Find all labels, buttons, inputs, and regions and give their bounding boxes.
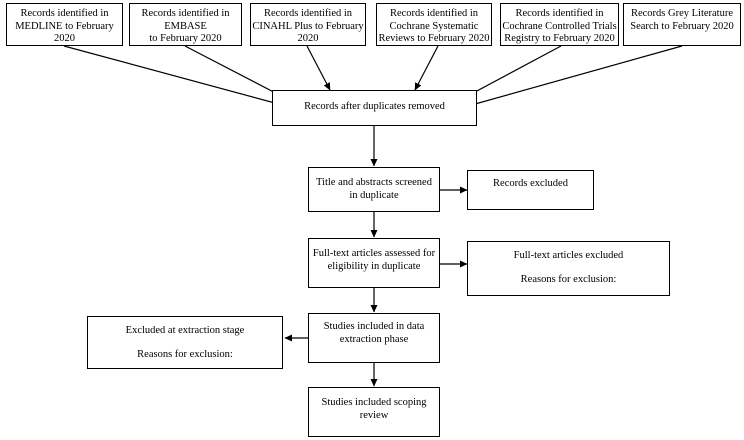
source-box-line: CINAHL Plus to February (252, 20, 364, 32)
source-box-line: to February 2020 (149, 33, 222, 44)
dedup-box: Records after duplicates removed (272, 90, 477, 126)
screened-box: Title and abstracts screened in duplicat… (308, 167, 440, 212)
records-excluded-box: Records excluded (467, 170, 594, 210)
source-box-line: Records identified in (141, 8, 230, 19)
included-line: Studies included scoping (321, 397, 427, 408)
source-box-line: 2020 (54, 33, 75, 44)
source-box-cochrane-trials: Records identified in Cochrane Controlle… (500, 3, 619, 46)
screened-line: in duplicate (349, 189, 399, 201)
arrow-cinahl-to-dedup (306, 45, 331, 91)
fulltext-excluded-reasons: Reasons for exclusion: (520, 273, 617, 285)
extraction-box: Studies included in data extraction phas… (308, 313, 440, 363)
source-box-line: Records identified in (389, 8, 479, 19)
source-box-line: Registry to February 2020 (504, 33, 615, 44)
arrow-cochrane-sr-to-dedup (414, 45, 439, 91)
source-box-cinahl: Records identified in CINAHL Plus to Feb… (250, 3, 366, 46)
source-box-line: Records identified in (20, 8, 109, 19)
source-box-line: Records identified in (515, 8, 604, 19)
fulltext-excluded-box: Full-text articles excluded Reasons for … (467, 241, 670, 296)
source-box-cochrane-systematic: Records identified in Cochrane Systemati… (376, 3, 492, 46)
fulltext-box: Full-text articles assessed for eligibil… (308, 238, 440, 288)
records-excluded-label: Records excluded (493, 178, 568, 189)
source-box-line: Records Grey Literature (630, 8, 734, 19)
included-line: review (359, 409, 389, 421)
source-box-grey-literature: Records Grey Literature Search to Februa… (623, 3, 741, 46)
extraction-line: extraction phase (339, 333, 409, 345)
source-box-line: EMBASE (164, 20, 207, 32)
arrow-medline-to-dedup (63, 45, 287, 108)
fulltext-excluded-title: Full-text articles excluded (513, 250, 624, 261)
arrow-embase-to-dedup (184, 45, 290, 101)
arrow-grey-to-dedup (467, 45, 683, 108)
source-box-line: Reviews to February 2020 (378, 33, 490, 44)
source-box-line: Cochrane Systematic (389, 20, 479, 32)
extraction-excluded-reasons: Reasons for exclusion: (137, 348, 233, 360)
source-box-medline: Records identified in MEDLINE to Februar… (6, 3, 123, 46)
source-box-line: MEDLINE to February (15, 20, 114, 32)
source-box-line: Cochrane Controlled Trials (502, 20, 617, 32)
dedup-label: Records after duplicates removed (304, 101, 445, 112)
fulltext-line: eligibility in duplicate (327, 260, 421, 272)
source-box-embase: Records identified in EMBASE to February… (129, 3, 242, 46)
fulltext-line: Full-text articles assessed for (312, 248, 436, 259)
source-box-line: Search to February 2020 (630, 20, 734, 32)
screened-line: Title and abstracts screened (316, 177, 432, 188)
source-box-line: 2020 (297, 33, 319, 44)
extraction-excluded-title: Excluded at extraction stage (125, 325, 245, 336)
included-box: Studies included scoping review (308, 387, 440, 437)
source-box-line: Records identified in (263, 8, 353, 19)
extraction-line: Studies included in data (323, 321, 425, 332)
extraction-excluded-box: Excluded at extraction stage Reasons for… (87, 316, 283, 369)
